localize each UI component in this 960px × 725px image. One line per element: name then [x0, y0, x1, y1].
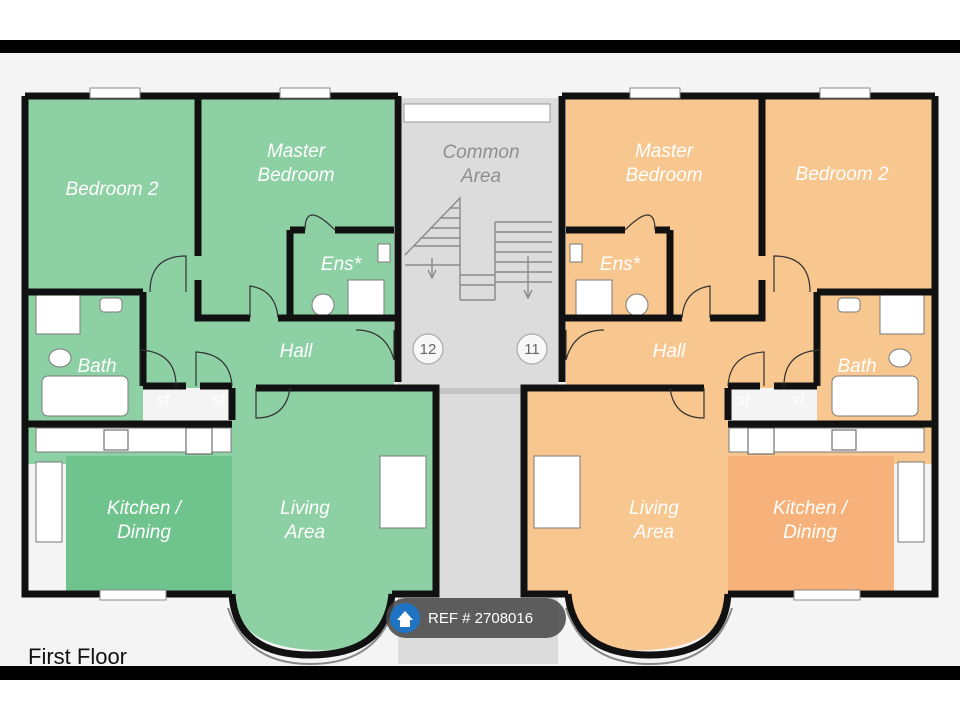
- bathtub-right: [831, 375, 919, 417]
- room-living-left: [232, 388, 436, 651]
- room-bedroom-2-right: [762, 96, 935, 292]
- label-store-1-left: st: [156, 390, 171, 409]
- hob-left: [103, 429, 129, 451]
- walls-right: [520, 92, 939, 598]
- label-store-2-left: st: [211, 390, 226, 409]
- window-master-right: [629, 87, 681, 99]
- label-store-2-right: st: [791, 390, 806, 409]
- label-ensuite-left: Ens*: [321, 254, 362, 275]
- unit-11: [520, 87, 939, 666]
- unit-number-12: 12: [420, 341, 437, 358]
- unit-number-badge-11: 11: [516, 333, 548, 365]
- label-kitchen-left: Kitchen /Dining: [107, 498, 183, 543]
- label-bath-left: Bath: [77, 356, 116, 377]
- ref-badge: REF # 2708016: [386, 598, 566, 638]
- bay-window-glazing-right: [565, 607, 733, 666]
- ensuite-toilet-right: [625, 293, 649, 317]
- fireplace-left: [379, 455, 427, 529]
- ref-label: REF # 2708016: [428, 610, 533, 627]
- label-kitchen-right: Kitchen /Dining: [773, 498, 849, 543]
- common-window: [403, 103, 551, 123]
- sink-counter-right: [897, 461, 925, 543]
- fireplace-right: [533, 455, 581, 529]
- shower-left: [35, 289, 81, 335]
- label-ensuite-right: Ens*: [600, 254, 641, 275]
- bottom-bar: [0, 666, 960, 680]
- top-margin: [0, 0, 960, 40]
- unit-number-11: 11: [524, 341, 540, 358]
- unit-number-badge-12: 12: [412, 333, 444, 365]
- room-kitchen-left: [66, 456, 235, 594]
- unit-12: [21, 87, 440, 666]
- home-icon-glyph: [397, 611, 413, 627]
- hob-right: [831, 429, 857, 451]
- basin-right: [837, 297, 861, 313]
- staircase: [404, 196, 552, 301]
- window-bedroom2-right: [819, 87, 871, 99]
- ensuite-toilet-left: [311, 293, 335, 317]
- sink-counter-left: [35, 461, 63, 543]
- toilet-right: [888, 348, 912, 368]
- room-bedroom-2-left: [25, 96, 198, 292]
- doors-left: [139, 214, 395, 419]
- common-divider: [398, 388, 558, 394]
- bathtub-left: [41, 375, 129, 417]
- shower-right: [879, 289, 925, 335]
- fridge-right: [747, 427, 775, 455]
- walls-left: [21, 92, 440, 598]
- window-kitchen-left: [99, 589, 167, 601]
- label-bedroom-2-right: Bedroom 2: [796, 164, 889, 185]
- room-kitchen-right: [725, 456, 894, 594]
- ensuite-shower-right: [575, 279, 613, 317]
- floor-title: First Floor: [28, 644, 127, 669]
- doors-right: [565, 214, 821, 419]
- bay-window-glazing-left: [227, 607, 395, 666]
- label-hall-left: Hall: [280, 341, 314, 362]
- ensuite-shower-left: [347, 279, 385, 317]
- room-living-right: [524, 388, 728, 651]
- bay-window-left: [228, 593, 396, 659]
- window-kitchen-right: [793, 589, 861, 601]
- toilet-left: [48, 348, 72, 368]
- fridge-left: [185, 427, 213, 455]
- label-bedroom-2-left: Bedroom 2: [66, 179, 159, 200]
- top-bar: [0, 40, 960, 53]
- window-bedroom2-left: [89, 87, 141, 99]
- ensuite-basin-left: [377, 243, 391, 263]
- label-hall-right: Hall: [653, 341, 687, 362]
- label-bath-right: Bath: [837, 356, 876, 377]
- label-store-1-right: st: [736, 390, 751, 409]
- window-master-left: [279, 87, 331, 99]
- basin-left: [99, 297, 123, 313]
- ensuite-basin-right: [569, 243, 583, 263]
- bay-window-right: [564, 593, 732, 659]
